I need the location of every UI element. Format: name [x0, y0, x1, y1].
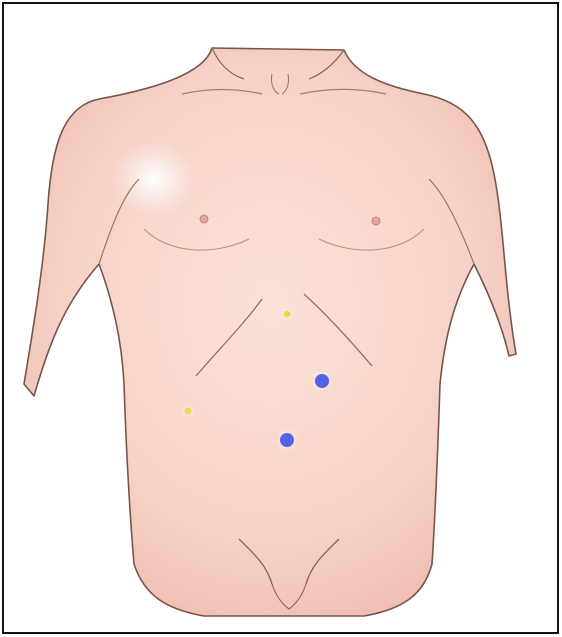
upper-midline-port [280, 307, 294, 321]
torso-illustration [4, 4, 557, 632]
nipple-right [372, 217, 380, 225]
umbilical-port [275, 428, 299, 452]
right-upper-quadrant-port [310, 369, 334, 393]
right-lateral-port [181, 404, 195, 418]
torso-silhouette [24, 48, 516, 616]
nipple-left [200, 215, 208, 223]
shoulder-highlight [112, 141, 196, 217]
